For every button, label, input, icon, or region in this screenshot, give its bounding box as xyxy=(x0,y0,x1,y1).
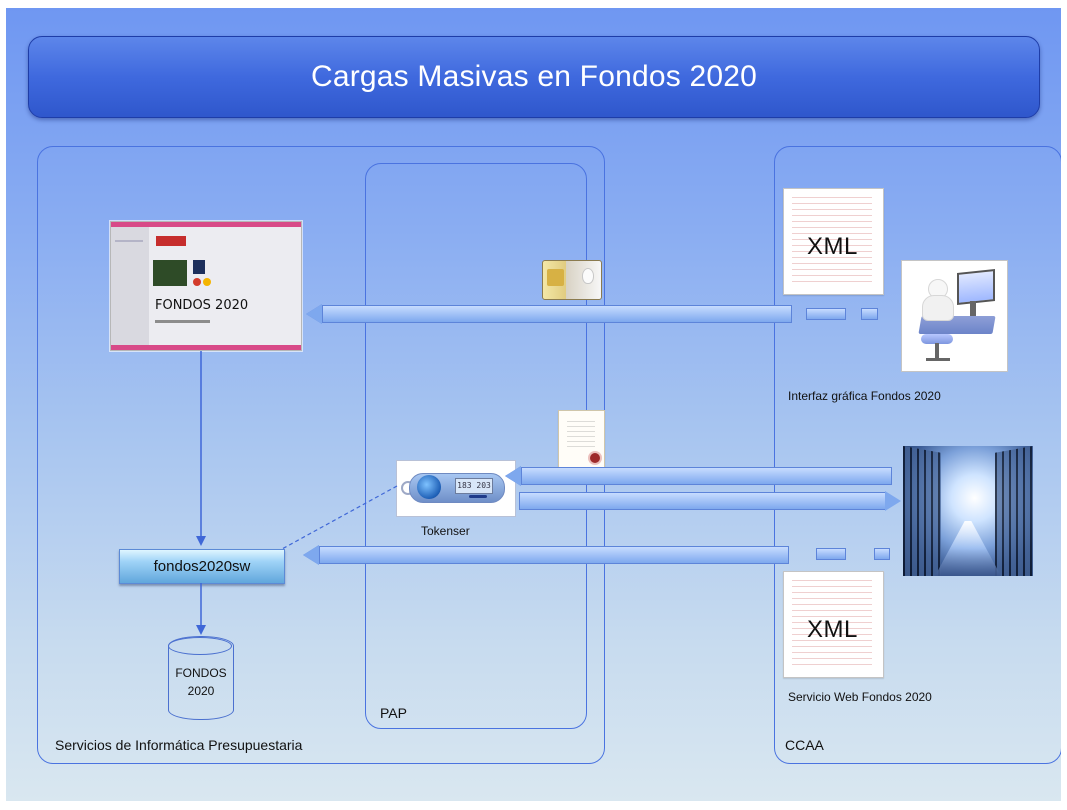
xml-document-bottom: XML xyxy=(783,571,884,678)
red-dot-icon xyxy=(193,278,201,286)
interface-caption: Interfaz gráfica Fondos 2020 xyxy=(788,389,941,403)
line-token-to-button xyxy=(281,485,398,550)
dashed-bottom-segment-1 xyxy=(816,548,846,560)
screen-title: FONDOS 2020 xyxy=(155,298,249,313)
database-line-1: FONDOS xyxy=(175,666,227,680)
arrow-head-top-icon xyxy=(306,304,322,324)
xml-label-bottom: XML xyxy=(807,616,858,643)
dashed-top-segment-1 xyxy=(806,308,846,320)
screen-note xyxy=(155,320,210,323)
connector-lines xyxy=(196,351,398,635)
fondos2020sw-button[interactable]: fondos2020sw xyxy=(119,549,285,584)
sidebar-line xyxy=(115,240,143,242)
user-computer-icon xyxy=(901,260,1008,372)
dashed-bottom-segment-2 xyxy=(874,548,890,560)
dashed-top-segment-2 xyxy=(861,308,878,320)
arrow-head-upper-middle-icon xyxy=(505,466,521,486)
token-brand-strip xyxy=(469,495,487,498)
left-panel-label: Servicios de Informática Presupuestaria xyxy=(55,737,303,753)
xml-lines-top xyxy=(792,197,872,287)
right-panel xyxy=(774,146,1061,764)
database-label: FONDOS 2020 xyxy=(169,664,233,700)
certificate-icon xyxy=(558,410,605,470)
diagram-slide: Cargas Masivas en Fondos 2020 Servicios … xyxy=(6,8,1061,801)
person-body-icon xyxy=(922,295,954,321)
certificate-seal-icon xyxy=(590,453,600,463)
chair-base-icon xyxy=(935,343,939,359)
xml-lines-bottom xyxy=(792,580,872,670)
token-pad-icon xyxy=(417,475,441,499)
id-card-icon xyxy=(542,260,602,300)
certificate-lines xyxy=(567,421,595,451)
yellow-dot-icon xyxy=(203,278,211,286)
token-label: Tokenser xyxy=(421,524,470,538)
right-panel-label: CCAA xyxy=(785,737,824,753)
token-screen: 183 203 xyxy=(455,478,493,494)
web-service-caption: Servicio Web Fondos 2020 xyxy=(788,690,932,704)
screen-sidebar xyxy=(111,227,149,345)
arrow-screen-to-button-icon xyxy=(196,536,206,546)
database-line-2: 2020 xyxy=(187,684,215,698)
arrow-button-to-db-icon xyxy=(196,625,206,635)
project-image-icon xyxy=(153,260,187,286)
arrow-bar-bottom xyxy=(319,546,789,564)
chair-foot-icon xyxy=(926,358,950,361)
government-logo-icon xyxy=(156,236,186,246)
arrow-head-bottom-icon xyxy=(303,545,319,565)
screen-main-area xyxy=(149,227,301,345)
xml-label-top: XML xyxy=(807,233,858,260)
middle-panel-label: PAP xyxy=(380,705,407,721)
arrow-bar-upper-middle xyxy=(521,467,892,485)
xml-document-top: XML xyxy=(783,188,884,295)
token-device-icon: 183 203 xyxy=(396,460,516,517)
database-icon: FONDOS 2020 xyxy=(168,636,234,720)
server-room-icon xyxy=(903,446,1033,576)
fondos-screen-thumbnail: FONDOS 2020 xyxy=(110,221,302,351)
arrow-bar-top xyxy=(322,305,792,323)
screen-top-bar xyxy=(111,222,301,227)
brand-icon xyxy=(193,260,205,274)
arrow-head-lower-middle-icon xyxy=(885,491,901,511)
monitor-stand-icon xyxy=(970,301,976,316)
screen-bottom-bar xyxy=(111,345,301,350)
chair-icon xyxy=(921,334,953,344)
page-title: Cargas Masivas en Fondos 2020 xyxy=(28,36,1040,118)
